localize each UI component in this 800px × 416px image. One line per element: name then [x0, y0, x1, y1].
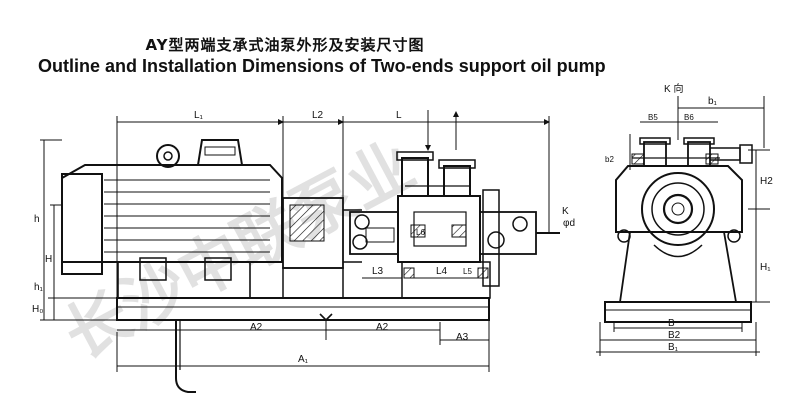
dim-B1: B₁ — [668, 342, 679, 353]
dim-L2: L2 — [312, 110, 324, 121]
dim-A1: A₁ — [298, 354, 309, 365]
dim-L4: L4 — [436, 266, 448, 277]
discharge-nozzle — [443, 165, 471, 196]
dim-A2-left: A2 — [250, 322, 263, 333]
dim-H2: H2 — [760, 176, 773, 187]
dim-L6: L6 — [416, 228, 425, 237]
dim-H: H — [45, 254, 52, 265]
dim-b2: b2 — [605, 155, 614, 164]
end-pedestal — [618, 231, 738, 303]
title-english: Outline and Installation Dimensions of T… — [38, 56, 606, 76]
dim-B5: B5 — [648, 113, 658, 122]
dim-B6: B6 — [684, 113, 694, 122]
dim-H1: H₁ — [760, 262, 771, 273]
pump-body — [397, 195, 481, 263]
end-view — [604, 137, 753, 323]
dim-L: L — [396, 110, 402, 121]
title-chinese: AY型两端支承式油泵外形及安装尺寸图 — [145, 36, 425, 54]
suction-nozzle — [401, 157, 429, 196]
end-base-plate — [604, 301, 752, 323]
end-dimensions — [596, 96, 770, 356]
dim-B2: B2 — [668, 330, 681, 341]
lifting-eye — [156, 144, 180, 168]
dim-h1: h₁ — [34, 282, 44, 293]
end-shaft-outer — [641, 172, 715, 246]
dim-L1: L₁ — [194, 110, 204, 121]
dim-h: h — [34, 214, 40, 225]
dim-A2-right: A2 — [376, 322, 389, 333]
end-casing — [615, 165, 743, 233]
end-nozzle-left — [643, 141, 667, 167]
dim-K-side: K — [562, 206, 569, 217]
terminal-box — [196, 139, 244, 166]
dim-phi-d: φd — [563, 218, 575, 229]
dim-L5: L5 — [463, 267, 472, 276]
view-K-label: K 向 — [664, 82, 683, 95]
dim-A3: A3 — [456, 332, 469, 343]
pump-pedestal — [401, 261, 491, 299]
dim-H0: H₀ — [32, 304, 43, 315]
bearing-housing-right — [479, 211, 537, 255]
dim-b1: b₁ — [708, 96, 718, 107]
end-shaft — [662, 193, 694, 225]
dim-L3: L3 — [372, 266, 384, 277]
side-view — [61, 139, 560, 393]
side-dimensions — [40, 110, 550, 372]
dim-B: B — [668, 318, 675, 329]
foundation-bolt — [175, 320, 196, 393]
